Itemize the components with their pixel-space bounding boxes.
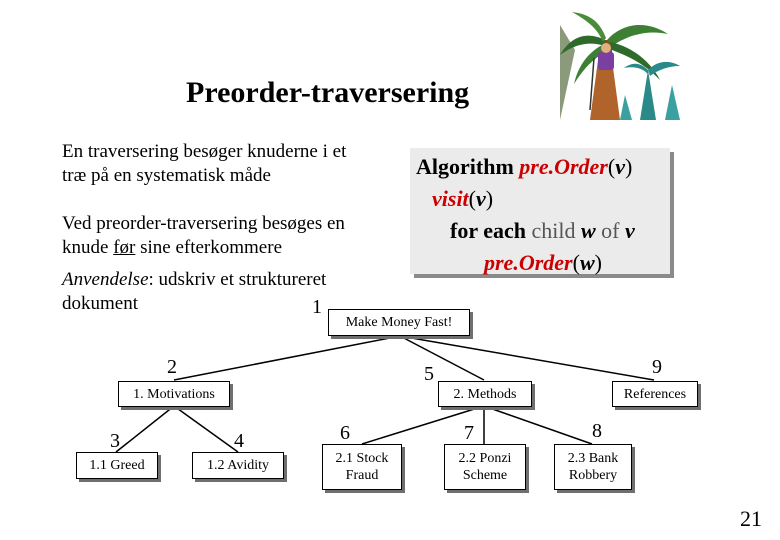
algorithm-visit-line: visit(v) [432, 186, 494, 211]
before-word: før [113, 237, 136, 258]
node-greed: 1.1 Greed [76, 452, 158, 479]
algorithm-header: Algorithm pre.Order(v) [416, 154, 633, 179]
order-number-3: 3 [110, 430, 120, 452]
node-methods: 2. Methods [438, 381, 532, 407]
intro-line-1: En traversering besøger knuderne i et [62, 141, 347, 162]
preorder-paragraph: Ved preorder-traversering besøges en knu… [62, 212, 345, 260]
algorithm-box: Algorithm pre.Order(v) visit(v) for each… [410, 148, 670, 275]
node-root: Make Money Fast! [328, 309, 470, 336]
edge-methods-bank [483, 405, 593, 445]
order-number-4: 4 [234, 430, 244, 452]
application-line-2: dokument [62, 293, 138, 314]
application-line-1: Anvendelse: udskriv et struktureret [62, 269, 327, 290]
application-paragraph: Anvendelse: udskriv et struktureret doku… [62, 268, 326, 316]
node-motivations: 1. Motivations [118, 381, 230, 407]
order-number-2: 2 [167, 356, 177, 378]
node-avidity: 1.2 Avidity [192, 452, 284, 479]
edge-methods-stock [361, 405, 485, 445]
page-number: 21 [740, 506, 762, 531]
order-number-6: 6 [340, 422, 350, 444]
edge-root-references [399, 335, 655, 381]
edge-motivations-greed [115, 405, 175, 453]
intro-paragraph: En traversering besøger knuderne i et tr… [62, 140, 346, 188]
preorder-line-2: knude før sine efterkommere [62, 237, 282, 258]
algorithm-recurse-line: pre.Order(w) [484, 250, 602, 275]
order-number-5: 5 [424, 363, 434, 385]
order-number-1: 1 [312, 296, 322, 318]
node-references: References [612, 381, 698, 407]
order-number-7: 7 [464, 422, 474, 444]
intro-line-2: træ på en systematisk måde [62, 165, 271, 186]
edge-root-motivations [173, 335, 401, 381]
preorder-line-1: Ved preorder-traversering besøges en [62, 213, 345, 234]
order-number-8: 8 [592, 420, 602, 442]
edge-motivations-avidity [173, 405, 239, 453]
algorithm-for-line: for each child w of v [450, 218, 635, 243]
page-title: Preorder-traversering [186, 76, 470, 109]
edge-root-methods [399, 335, 485, 381]
order-number-9: 9 [652, 356, 662, 378]
